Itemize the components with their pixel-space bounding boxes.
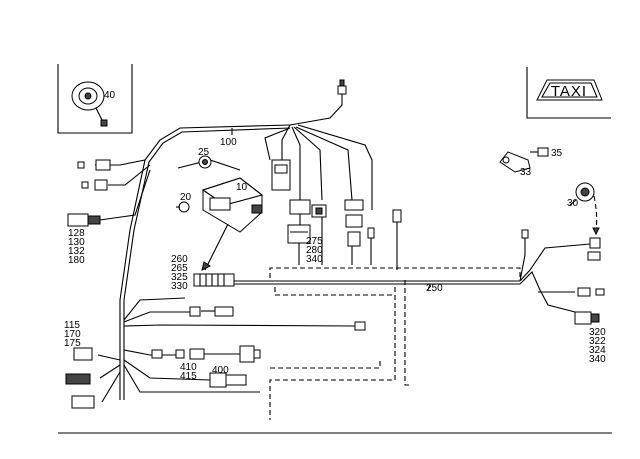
- label-400: 400: [212, 365, 229, 376]
- label-330: 330: [171, 281, 188, 292]
- label-415: 415: [180, 371, 197, 382]
- label-30: 30: [567, 198, 579, 209]
- left-lower-branches: 410 415 400 115 170 175: [64, 297, 366, 409]
- label-320: 320: [589, 327, 606, 338]
- right-lower-connectors: 320 322 324 340: [574, 287, 606, 365]
- label-340-right: 340: [589, 354, 606, 365]
- label-25: 25: [198, 147, 210, 158]
- label-128: 128: [68, 228, 85, 239]
- label-410: 410: [180, 362, 197, 373]
- label-180: 180: [68, 255, 85, 266]
- harness-250: 250: [234, 229, 591, 420]
- label-20: 20: [180, 192, 192, 203]
- label-130: 130: [68, 237, 85, 248]
- label-40: 40: [104, 90, 116, 101]
- label-175: 175: [64, 338, 81, 349]
- label-33: 33: [520, 167, 532, 178]
- label-275: 275: [306, 236, 323, 247]
- left-upper-connectors: 128 130 132 180: [67, 159, 151, 266]
- label-250: 250: [426, 283, 443, 294]
- inset-antenna-40: 40: [57, 64, 133, 134]
- label-325: 325: [171, 272, 188, 283]
- inset-taxi-sign: TAXI: [526, 67, 611, 119]
- taxi-sign-text: TAXI: [551, 83, 587, 100]
- label-260: 260: [171, 254, 188, 265]
- right-parts: 35 33 30: [499, 147, 601, 261]
- connector-strip: 260 265 325 330: [171, 254, 235, 292]
- label-322: 322: [589, 336, 606, 347]
- control-unit-10: 25 10 20: [176, 147, 264, 271]
- label-35: 35: [551, 148, 563, 159]
- label-280: 280: [306, 245, 323, 256]
- label-170: 170: [64, 329, 81, 340]
- label-340-center: 340: [306, 254, 323, 265]
- label-324: 324: [589, 345, 606, 356]
- label-100: 100: [220, 137, 237, 148]
- label-132: 132: [68, 246, 85, 257]
- label-265: 265: [171, 263, 188, 274]
- central-relay-blocks: 275 280 340: [271, 159, 402, 270]
- label-115: 115: [64, 320, 80, 331]
- label-10: 10: [236, 182, 248, 193]
